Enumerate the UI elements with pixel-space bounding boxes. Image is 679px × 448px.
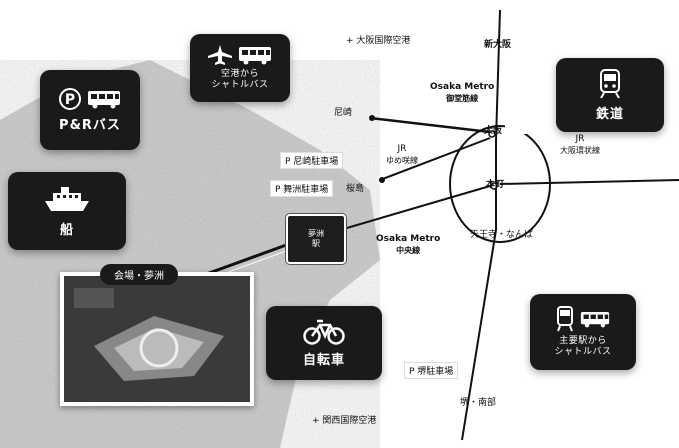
parking-label-maishima: P 舞洲駐車場 [270, 180, 334, 197]
bicycle-icon [303, 319, 345, 345]
station-label-honmachi: 本町 [486, 180, 505, 190]
bicycle-icon-wrap [303, 319, 345, 345]
yumeshima-station-box[interactable]: 夢洲 駅 [286, 214, 346, 264]
line-metro-top-sub: 御堂筋線 [446, 94, 479, 103]
line-jr-loop-name: JR [575, 134, 585, 144]
bicycle-card[interactable]: 自転車 [266, 306, 382, 380]
line-metro-mid-name: Osaka Metro [376, 234, 441, 244]
loop-line [449, 125, 551, 243]
station-dot-sakurajima [379, 177, 385, 183]
train-icon [600, 68, 620, 99]
bus-icon [88, 90, 120, 108]
station-shuttle-icon [556, 306, 610, 332]
ship-card[interactable]: 船 [8, 172, 126, 250]
rail-line-chuo [339, 185, 491, 231]
station-shuttle-label: 主要駅から シャトルバス [554, 336, 612, 357]
railway-label: 鉄道 [595, 106, 624, 122]
line-label-jr-yumesaki: JR ゆめ咲線 [386, 144, 418, 166]
parking-icon: P [59, 87, 81, 110]
line-jr-loop-sub: 大阪環状線 [560, 146, 600, 155]
plus-icon: + [312, 416, 320, 426]
parking-label-amagasaki: P 尼崎駐車場 [280, 152, 344, 169]
venue-photo [60, 272, 254, 406]
airport-label-itami: + 大阪国際空港 [346, 36, 410, 47]
airport-shuttle-card[interactable]: 空港から シャトルバス [190, 34, 290, 102]
park-ride-card[interactable]: P P&Rバス [40, 70, 140, 150]
parking-label-sakai: P 堺駐車場 [404, 362, 459, 379]
station-label-shin-osaka: 新大阪 [484, 40, 512, 50]
venue-aerial-image [64, 276, 250, 402]
line-jr-yumesaki-name: JR [397, 144, 407, 154]
rail-line-amagasaki [369, 116, 491, 134]
train-icon [557, 306, 573, 332]
line-label-metro-top: Osaka Metro 御堂筋線 [430, 82, 494, 104]
station-dot-honmachi [490, 182, 498, 190]
airport-itami-text: 大阪国際空港 [356, 36, 411, 46]
railway-card[interactable]: 鉄道 [556, 58, 664, 132]
station-label-tennoji-namba: 天王寺・なんば [470, 230, 534, 240]
rail-line-south [461, 229, 497, 441]
line-label-metro-mid: Osaka Metro 中央線 [376, 234, 440, 256]
venue-tag: 会場・夢洲 [100, 264, 178, 285]
park-ride-icon: P [59, 87, 121, 110]
airport-shuttle-icon [208, 45, 272, 65]
rail-line-yumesaki [379, 137, 491, 181]
bus-icon [239, 47, 271, 65]
station-label-sakurajima: 桜島 [346, 184, 365, 194]
ship-icon-wrap [43, 185, 91, 215]
rail-line-east [499, 179, 679, 185]
rail-line-north [495, 9, 501, 141]
loop-gap-top [505, 122, 535, 134]
airplane-icon [208, 45, 232, 65]
ship-label: 船 [59, 222, 74, 238]
line-metro-top-name: Osaka Metro [430, 82, 495, 92]
plus-icon: + [346, 36, 354, 46]
station-dot-osaka [488, 130, 496, 138]
park-ride-label: P&Rバス [59, 117, 121, 133]
airport-label-kansai: + 関西国際空港 [312, 416, 376, 427]
svg-text:P: P [65, 92, 75, 108]
line-jr-yumesaki-sub: ゆめ咲線 [386, 156, 418, 165]
airport-shuttle-label: 空港から シャトルバス [211, 69, 269, 90]
line-metro-mid-sub: 中央線 [396, 246, 421, 255]
line-label-jr-loop: JR 大阪環状線 [560, 134, 600, 156]
station-label-osaka: 大阪 [484, 126, 503, 136]
bus-icon [580, 311, 610, 328]
station-dot-amagasaki [369, 115, 375, 121]
airport-kansai-text: 関西国際空港 [322, 416, 377, 426]
ship-icon [45, 186, 89, 211]
station-shuttle-card[interactable]: 主要駅から シャトルバス [530, 294, 636, 370]
railway-icon-wrap [599, 68, 621, 99]
bicycle-label: 自転車 [302, 352, 345, 368]
station-label-amagasaki: 尼崎 [334, 108, 353, 118]
station-label-sakai: 堺・南部 [460, 398, 497, 408]
